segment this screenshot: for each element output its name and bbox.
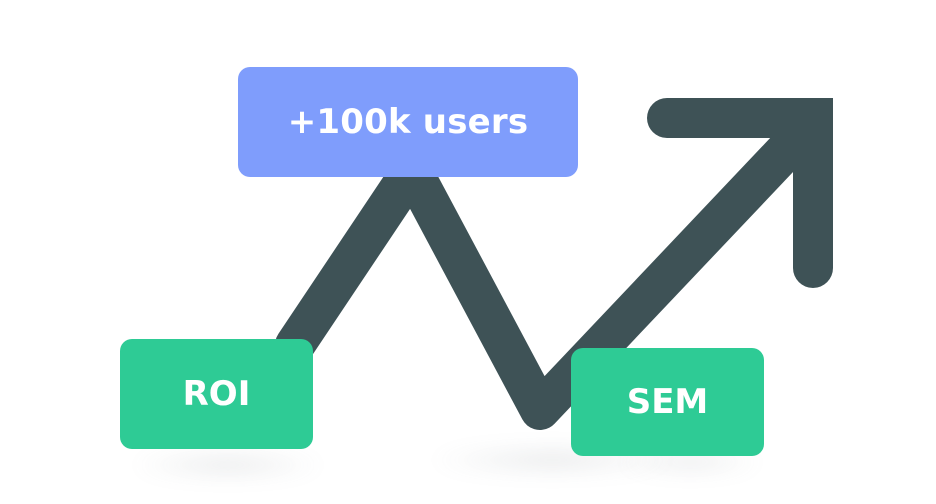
sem-tag-label: SEM <box>626 382 709 422</box>
roi-tag-shadow <box>128 452 328 478</box>
users-tag: +100k users <box>238 67 578 177</box>
roi-tag-label: ROI <box>182 374 251 414</box>
sem-tag: SEM <box>571 348 764 456</box>
users-tag-label: +100k users <box>287 102 529 142</box>
trend-line <box>275 105 830 430</box>
roi-tag: ROI <box>120 339 313 449</box>
arrow-head <box>647 98 833 288</box>
